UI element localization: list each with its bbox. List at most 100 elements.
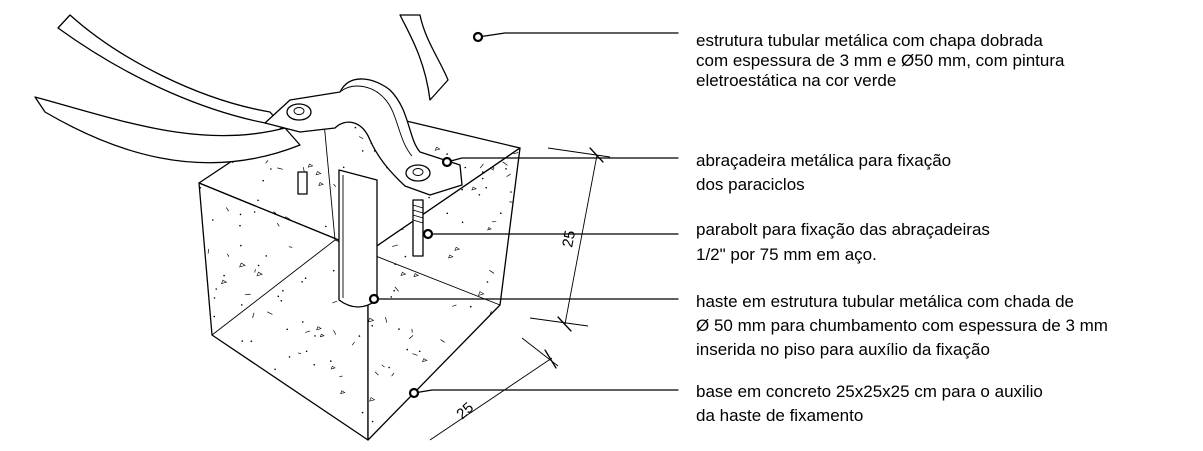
stipple-dot xyxy=(274,368,276,371)
stipple-dash xyxy=(412,353,418,356)
stipple-dash xyxy=(226,253,230,257)
stipple-dot xyxy=(493,431,496,434)
stipple-dot xyxy=(492,167,495,169)
anchor-bolt-left xyxy=(297,171,308,195)
stipple-aggregate xyxy=(369,397,376,402)
stipple-dot xyxy=(342,166,345,169)
dim-ext-line-top xyxy=(547,147,611,158)
stipple-dash xyxy=(374,371,379,376)
annotation-tube-line-2: com espessura de 3 mm e Ø50 mm, com pint… xyxy=(696,51,1065,70)
stipple-dot xyxy=(270,168,272,170)
stipple-dot xyxy=(482,171,484,173)
stipple-dot xyxy=(213,297,216,299)
stipple-dot xyxy=(509,370,511,372)
stipple-aggregate xyxy=(316,326,322,331)
metal-clamp xyxy=(264,78,463,196)
stipple-dot xyxy=(199,263,201,266)
stipple-dot xyxy=(248,438,250,440)
stipple-dash xyxy=(207,248,209,254)
stipple-dot xyxy=(389,431,391,433)
stipple-dot xyxy=(461,221,464,224)
stipple-dot xyxy=(470,305,472,308)
stipple-dash xyxy=(333,183,337,188)
stipple-dot xyxy=(445,370,448,372)
stipple-dot xyxy=(302,321,304,323)
stipple-aggregate xyxy=(454,246,461,251)
dim-label-horizontal: 25 xyxy=(453,399,477,423)
stipple-dash xyxy=(358,136,364,140)
rod-body xyxy=(338,169,378,308)
stipple-aggregate xyxy=(488,363,496,369)
annotation-rod: haste em estrutura tubular metálica com … xyxy=(696,292,1108,359)
stipple-dot xyxy=(332,269,335,272)
stipple-dot xyxy=(404,255,407,258)
stipple-dot xyxy=(220,128,222,130)
stipple-dot xyxy=(263,385,265,388)
dim-line-vertical xyxy=(564,154,598,325)
stipple-dot xyxy=(388,366,391,369)
dim-tick-top xyxy=(589,147,604,163)
stipple-aggregate xyxy=(199,374,206,379)
stipple-dash xyxy=(502,383,507,387)
stipple-dot xyxy=(203,309,205,312)
stipple-dash xyxy=(502,161,508,166)
stipple-dot xyxy=(265,255,268,257)
stipple-aggregate xyxy=(434,146,441,151)
stipple-aggregate xyxy=(439,433,444,437)
stipple-aggregate xyxy=(307,163,314,168)
stipple-aggregate xyxy=(511,317,516,321)
leader-tube xyxy=(477,32,679,38)
dim-ext-line-bottom xyxy=(529,317,589,327)
stipple-aggregate xyxy=(319,333,325,338)
annotation-clamp: abraçadeira metálica para fixação dos pa… xyxy=(696,151,951,194)
clamp-nut-right-inner xyxy=(412,168,424,176)
stipple-dash xyxy=(392,244,398,247)
stipple-dot xyxy=(276,404,278,407)
stipple-dash xyxy=(338,435,343,439)
stipple-aggregate xyxy=(315,171,322,176)
dim-line-horizontal xyxy=(429,357,553,441)
stipple-dot xyxy=(213,315,216,318)
stipple-dash xyxy=(408,335,414,340)
stipple-dot xyxy=(371,420,374,423)
stipple-dot xyxy=(325,225,327,228)
stipple-dot xyxy=(282,290,284,292)
clamp-nut-left-inner xyxy=(293,107,305,115)
stipple-dot xyxy=(331,437,333,439)
stipple-dash xyxy=(404,419,410,421)
stipple-dot xyxy=(227,355,230,358)
stipple-dash xyxy=(252,312,255,318)
stipple-dot xyxy=(486,281,489,283)
annotation-tube-line-1: estrutura tubular metálica com chapa dob… xyxy=(696,31,1043,50)
stipple-aggregate xyxy=(477,291,485,296)
annotation-base-line-2: da haste de fixamento xyxy=(696,406,863,425)
stipple-dot xyxy=(250,340,253,343)
stipple-dash xyxy=(254,269,256,273)
annotation-tube-line-3: eletroestática na cor verde xyxy=(696,71,896,90)
stipple-aggregate xyxy=(210,337,217,343)
stipple-dash xyxy=(483,380,490,383)
stipple-dot xyxy=(481,177,484,180)
stipple-dot xyxy=(446,212,449,215)
stipple-dot xyxy=(305,350,308,353)
stipple-dot xyxy=(286,328,289,331)
tubular-structure xyxy=(34,14,449,164)
stipple-aggregate xyxy=(340,390,346,395)
stipple-dash xyxy=(385,317,388,323)
stipple-dot xyxy=(406,348,409,351)
stipple-dot xyxy=(398,328,400,330)
stipple-dash xyxy=(452,304,457,307)
leader-lines xyxy=(368,31,679,399)
stipple-dot xyxy=(461,188,464,191)
anchor-bolt-right xyxy=(412,199,424,257)
stipple-aggregate xyxy=(489,311,495,315)
stipple-aggregate xyxy=(490,314,498,320)
stipple-dot xyxy=(301,281,303,283)
stipple-dot xyxy=(330,360,332,362)
annotation-bolt: parabolt para fixação das abraçadeiras 1… xyxy=(696,220,990,264)
stipple-dot xyxy=(313,364,316,366)
stipple-dash xyxy=(273,211,278,216)
stipple-dot xyxy=(505,101,507,103)
annotation-base-line-1: base em concreto 25x25x25 cm para o auxi… xyxy=(696,382,1043,401)
